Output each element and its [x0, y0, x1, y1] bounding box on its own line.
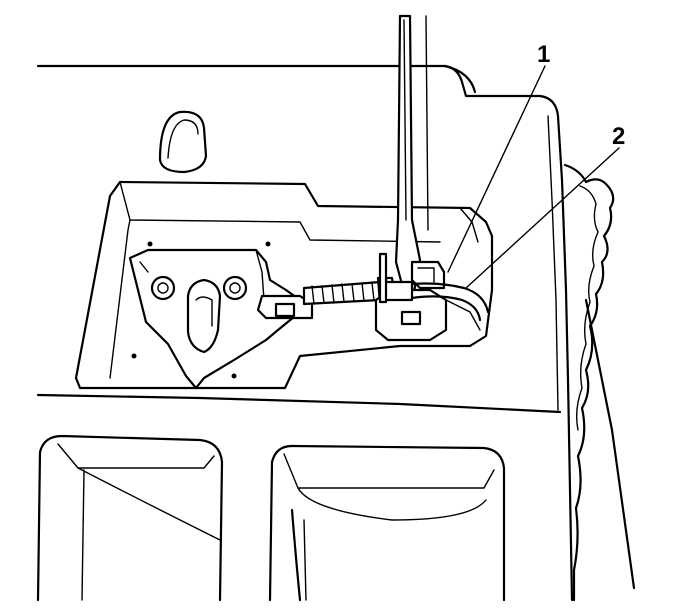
cable-connector [374, 252, 448, 342]
callout-1-label: 1 [537, 41, 550, 68]
latch-plate [128, 241, 302, 390]
latch-lever [256, 294, 314, 320]
oval-slot [158, 110, 208, 174]
weatherstrip [563, 163, 636, 602]
latch-pocket [74, 180, 494, 390]
leader-lines [447, 65, 620, 289]
lower-left-pocket [36, 434, 224, 602]
lower-right-pocket [268, 444, 506, 602]
door-panel [36, 64, 574, 602]
release-cable [410, 282, 490, 331]
callout-2-label: 2 [612, 123, 625, 150]
screwdriver [394, 14, 429, 294]
